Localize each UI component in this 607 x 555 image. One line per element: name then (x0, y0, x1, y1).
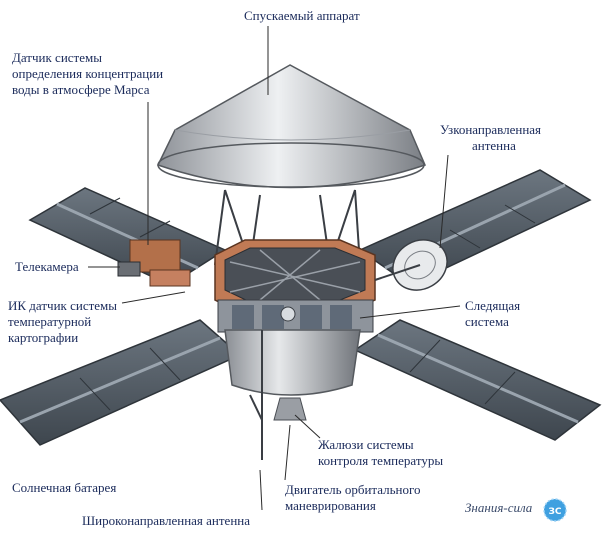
label-descent-module: Спускаемый аппарат (244, 8, 360, 24)
label-tracking-system-line1: Следящая (465, 298, 521, 313)
label-solar-battery-text: Солнечная батарея (12, 480, 117, 495)
solar-panel-lower-left (0, 319, 242, 446)
label-wide-antenna-text: Широконаправленная антенна (82, 513, 251, 528)
propulsion-body (224, 329, 361, 460)
label-ir-sensor-line1: ИК датчик системы (8, 298, 118, 313)
label-thermal-louvers-line1: Жалюзи системы (318, 437, 414, 452)
label-orbital-engine-line1: Двигатель орбитального (285, 482, 421, 497)
label-solar-battery: Солнечная батарея (12, 480, 116, 496)
leader-lines (88, 26, 461, 511)
label-water-sensor-line2: определения концентрации (12, 66, 164, 81)
label-narrow-antenna-line1: Узконаправленная (440, 122, 542, 137)
label-water-sensor-line3: воды в атмосфере Марса (12, 82, 150, 97)
spacecraft-bus (214, 239, 376, 333)
label-tracking-system-line2: система (465, 314, 509, 329)
watermark-text: Знания-сила (465, 500, 533, 515)
label-ir-sensor: ИК датчик системы температурной картогра… (8, 298, 117, 346)
label-tracking-system: Следящая система (465, 298, 520, 330)
watermark-badge-text: ЗС (549, 507, 562, 517)
camera-assembly (117, 239, 191, 287)
watermark: Знания-сила (465, 500, 532, 516)
label-orbital-engine: Двигатель орбитального маневрирования (285, 482, 421, 514)
watermark-badge-icon: ЗС (543, 498, 567, 522)
label-orbital-engine-line2: маневрирования (285, 498, 376, 513)
label-ir-sensor-line2: температурной (8, 314, 92, 329)
narrow-beam-antenna (374, 239, 448, 291)
label-narrow-antenna: Узконаправленная антенна (440, 122, 541, 154)
label-water-sensor: Датчик системы определения концентрации … (12, 50, 163, 98)
label-water-sensor-line1: Датчик системы (12, 50, 102, 65)
solar-panel-lower-right (353, 319, 602, 441)
label-camera: Телекамера (15, 259, 79, 275)
label-camera-text: Телекамера (15, 259, 79, 274)
label-thermal-louvers: Жалюзи системы контроля температуры (318, 437, 443, 469)
label-ir-sensor-line3: картографии (8, 330, 79, 345)
label-thermal-louvers-line2: контроля температуры (318, 453, 444, 468)
label-narrow-antenna-line2: антенна (472, 138, 516, 153)
label-descent-module-text: Спускаемый аппарат (244, 8, 360, 23)
descent-module (156, 64, 427, 189)
label-wide-antenna: Широконаправленная антенна (82, 513, 250, 529)
